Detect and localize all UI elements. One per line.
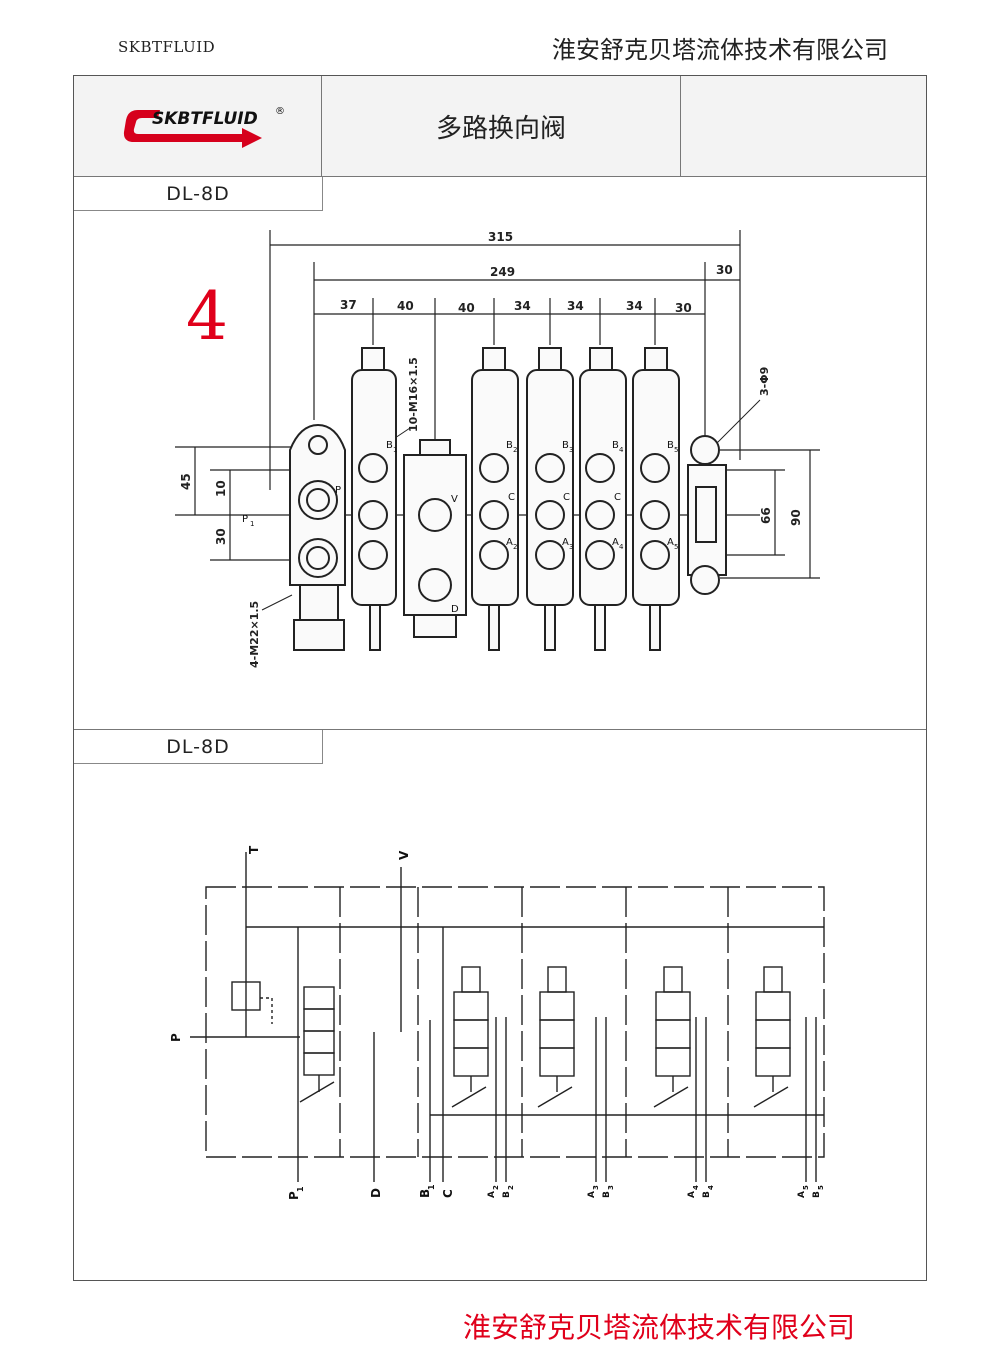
- header-brand-text: SKBTFLUID: [118, 38, 216, 56]
- port-label-b2-sub: 2: [513, 446, 517, 454]
- schematic-label-v: V: [397, 850, 411, 860]
- callout-inlet-thread: 4-M22×1.5: [248, 601, 261, 668]
- port-label-v: V: [451, 494, 458, 505]
- dim-height-90: 90: [789, 509, 803, 526]
- model-label-top: DL-8D: [74, 177, 323, 211]
- title-band: [74, 76, 926, 177]
- port-label-a5-sub: 5: [674, 543, 678, 551]
- port-label-a4-sub: 4: [619, 543, 624, 551]
- schematic-label-a5-sub: 5: [802, 1185, 810, 1190]
- port-label-c-1: C: [508, 492, 515, 503]
- dim-seg-7: 30: [675, 301, 692, 315]
- dim-seg-6: 34: [626, 299, 643, 313]
- port-label-c-3: C: [614, 492, 621, 503]
- port-label-b2: B: [506, 440, 513, 451]
- schematic-label-t: T: [247, 845, 261, 854]
- schematic-label-b4-sub: 4: [707, 1185, 715, 1190]
- port-label-p: P: [335, 485, 341, 496]
- dim-height-30: 30: [214, 528, 228, 545]
- footer-company-name: 淮安舒克贝塔流体技术有限公司: [463, 1311, 856, 1344]
- schematic-label-b2-sub: 2: [507, 1185, 515, 1190]
- section-separator: [74, 729, 926, 730]
- dim-height-10: 10: [214, 480, 228, 497]
- model-label-bottom: DL-8D: [74, 730, 323, 764]
- port-label-a3: A: [562, 537, 569, 548]
- port-label-b1: B: [386, 440, 393, 451]
- port-label-b5-sub: 5: [674, 446, 678, 454]
- dim-seg-5: 34: [567, 299, 584, 313]
- dim-seg-1: 37: [340, 298, 357, 312]
- logo-text: SKBTFLUID: [152, 109, 258, 129]
- schematic-label-b3-sub: 3: [607, 1185, 615, 1190]
- schematic-label-a5: A: [797, 1191, 807, 1198]
- dim-height-45: 45: [179, 473, 193, 490]
- dim-seg-3: 40: [458, 301, 475, 315]
- schematic-label-p1-sub: 1: [296, 1186, 305, 1192]
- page-title: 多路换向阀: [435, 113, 566, 144]
- port-label-c-2: C: [563, 492, 570, 503]
- company-logo: SKBTFLUID ®: [122, 100, 292, 152]
- dim-seg-2: 40: [397, 299, 414, 313]
- figure-number: 4: [186, 278, 228, 355]
- port-label-b1-sub: 1: [393, 446, 397, 454]
- dim-seg-4: 34: [514, 299, 531, 313]
- hydraulic-schematic: T V P P 1 D B 1 C A 2 B 2 A 3 B 3 A 4 B …: [169, 845, 825, 1200]
- schematic-label-p: P: [169, 1033, 183, 1042]
- port-label-a3-sub: 3: [569, 543, 573, 551]
- port-label-b3: B: [562, 440, 569, 451]
- port-label-p1-sub: 1: [250, 520, 254, 528]
- logo-registered-mark: ®: [275, 106, 285, 117]
- port-label-b3-sub: 3: [569, 446, 573, 454]
- schematic-label-d: D: [369, 1188, 383, 1198]
- header-company-name: 淮安舒克贝塔流体技术有限公司: [552, 36, 888, 64]
- dimension-drawing: 315 249 30 37 40 40 34 34 34 30 45 10 30…: [175, 230, 820, 668]
- schematic-label-b2: B: [502, 1191, 512, 1198]
- port-label-a2: A: [506, 537, 513, 548]
- schematic-label-b3: B: [602, 1191, 612, 1198]
- port-label-b4-sub: 4: [619, 446, 624, 454]
- schematic-label-a2: A: [487, 1191, 497, 1198]
- dim-body: 249: [490, 265, 515, 279]
- schematic-label-c: C: [441, 1189, 455, 1198]
- schematic-label-a2-sub: 2: [492, 1185, 500, 1190]
- schematic-label-a4: A: [687, 1191, 697, 1198]
- schematic-label-a3: A: [587, 1191, 597, 1198]
- port-label-a2-sub: 2: [513, 543, 517, 551]
- schematic-label-b1-sub: 1: [427, 1184, 436, 1190]
- schematic-label-b1: B: [418, 1189, 432, 1198]
- schematic-label-a3-sub: 3: [592, 1185, 600, 1190]
- callout-mount-holes: 3-Φ9: [758, 367, 771, 396]
- schematic-label-b4: B: [702, 1191, 712, 1198]
- dim-end: 30: [716, 263, 733, 277]
- dim-overall: 315: [488, 230, 513, 244]
- callout-thread-ports: 10-M16×1.5: [407, 357, 420, 432]
- port-label-a5: A: [667, 537, 674, 548]
- schematic-label-a4-sub: 4: [692, 1185, 700, 1190]
- document-frame: [73, 75, 927, 1281]
- port-label-p1: P: [242, 514, 248, 525]
- port-label-b5: B: [667, 440, 674, 451]
- port-label-b4: B: [612, 440, 619, 451]
- port-label-a4: A: [612, 537, 619, 548]
- schematic-label-b5-sub: 5: [817, 1185, 825, 1190]
- dim-height-66: 66: [759, 507, 773, 524]
- schematic-label-b5: B: [812, 1191, 822, 1198]
- title-divider-right: [680, 76, 681, 176]
- title-divider-left: [321, 76, 322, 176]
- port-label-d: D: [451, 604, 459, 615]
- schematic-label-p1: P: [287, 1191, 301, 1200]
